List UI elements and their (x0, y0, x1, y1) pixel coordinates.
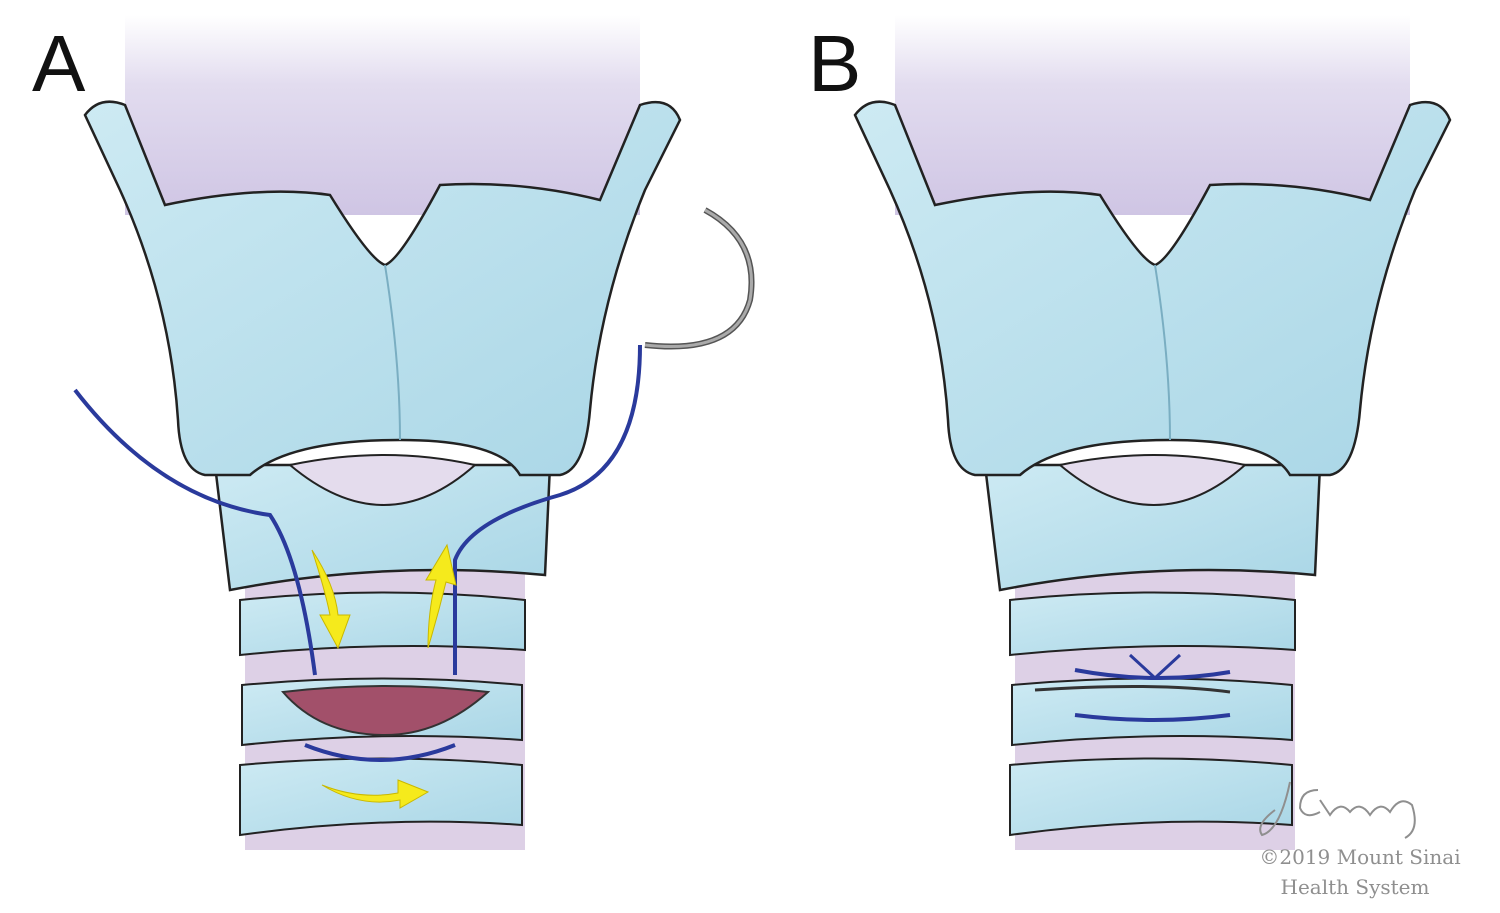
tracheal-opening (281, 685, 491, 737)
signature (1259, 781, 1416, 839)
closed-incision (1034, 684, 1231, 694)
arrow-up-icon (425, 543, 457, 649)
arrow-right-icon (321, 779, 430, 809)
suture-left (73, 388, 317, 676)
panel-b-larynx (853, 13, 1452, 852)
panel-label-b: B (808, 19, 862, 108)
arrow-down-icon (311, 549, 351, 650)
suture-knot-icon (1128, 653, 1182, 680)
copyright-line-1: ©2019 Mount Sinai (1259, 845, 1461, 869)
panel-a-larynx (73, 13, 755, 852)
suture-right (453, 344, 642, 675)
panel-label-a: A (32, 19, 86, 108)
suture-bottom (304, 743, 456, 762)
tied-suture-bottom (1074, 713, 1231, 722)
copyright-line-2: Health System (1280, 875, 1430, 899)
